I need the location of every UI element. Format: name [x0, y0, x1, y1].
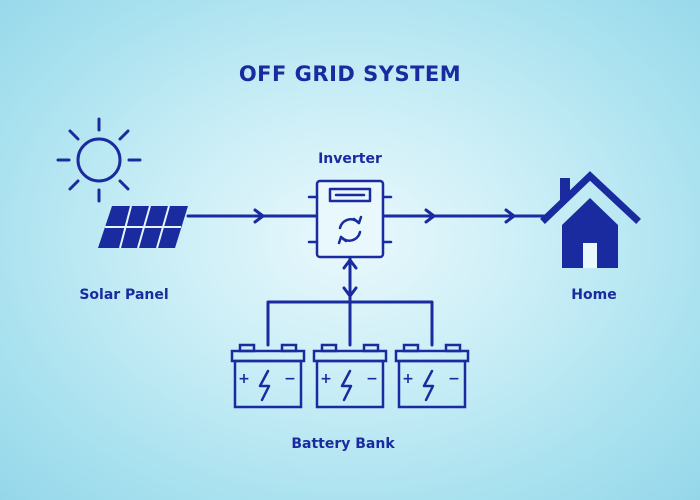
battery-positive-sign: +: [402, 371, 414, 387]
flow-arrows: [253, 208, 516, 298]
battery-bank-label: Battery Bank: [291, 436, 395, 452]
diagram-title: OFF GRID SYSTEM: [238, 62, 462, 86]
battery-negative-sign: −: [366, 371, 378, 387]
battery-negative-sign: −: [448, 371, 460, 387]
wiring: [186, 214, 547, 347]
sun-icon: [56, 117, 142, 203]
battery-negative-sign: −: [284, 371, 296, 387]
solar-panel-icon: [98, 205, 188, 249]
inverter-icon: [307, 179, 393, 259]
home-label: Home: [571, 287, 617, 303]
battery-positive-sign: +: [320, 371, 332, 387]
inverter-label: Inverter: [318, 151, 382, 167]
battery-positive-sign: +: [238, 371, 250, 387]
home-icon: [540, 171, 641, 268]
solar-panel-label: Solar Panel: [79, 287, 169, 303]
battery-bank: + − + − + −: [230, 343, 470, 409]
